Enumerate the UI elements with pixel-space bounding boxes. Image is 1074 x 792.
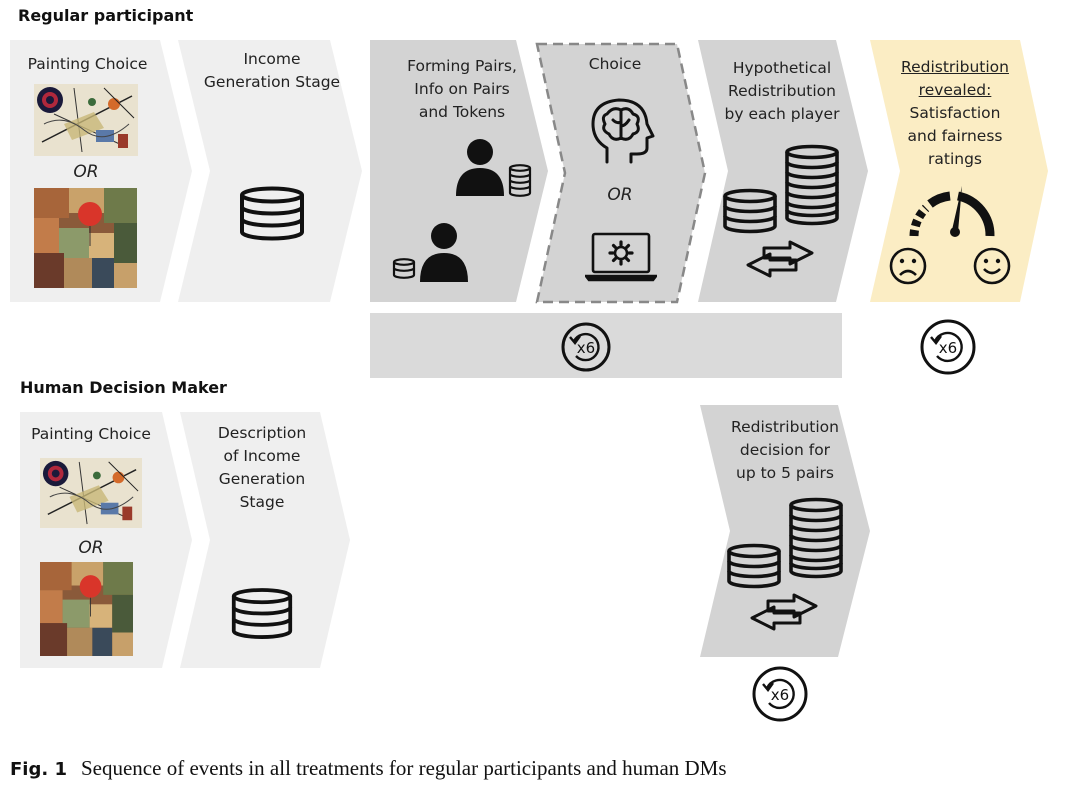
- step-redistribution-revealed: Redistribution revealed: Satisfaction an…: [870, 40, 1050, 302]
- revealed-label-line-3: Satisfaction: [909, 104, 1001, 122]
- coin-stack-icon: [508, 164, 532, 197]
- step-painting-choice: Painting Choice OR: [10, 40, 192, 302]
- repeat-count: x6: [939, 339, 957, 357]
- hypothetical-label: Hypothetical Redistribution by each play…: [712, 57, 852, 126]
- repeat-x6-icon: x6: [561, 322, 611, 372]
- painting-choice-label: Painting Choice: [27, 55, 148, 73]
- revealed-label-line-1: Redistribution: [901, 58, 1009, 76]
- desc-label-line-1: Description: [217, 424, 307, 442]
- pairs-label-line-1: Forming Pairs,: [407, 57, 517, 75]
- sad-face-icon: [889, 247, 927, 285]
- step-income-generation: Income Generation Stage: [178, 40, 362, 302]
- redis-label-line-1: Redistribution: [731, 418, 839, 436]
- or-text: OR: [78, 538, 104, 558]
- coin-stack-icon: [392, 258, 416, 279]
- revealed-label-line-5: ratings: [928, 150, 982, 168]
- step-hypothetical-redistribution: Hypothetical Redistribution by each play…: [698, 40, 868, 302]
- hypo-label-line-3: by each player: [724, 105, 840, 123]
- person-icon: [420, 223, 468, 282]
- revealed-label-line-4: and fairness: [907, 127, 1003, 145]
- exchange-arrows-icon: [746, 240, 814, 278]
- painting-choice-label: Painting Choice: [31, 425, 151, 443]
- caption-text: Sequence of events in all treatments for…: [80, 756, 727, 780]
- step-choice: Choice OR: [535, 42, 707, 304]
- desc-label-line-3: Generation: [218, 470, 306, 488]
- figure-number: Fig. 1: [10, 759, 67, 780]
- redis-label-line-2: decision for: [739, 441, 831, 459]
- desc-label-line-2: of Income: [223, 447, 301, 465]
- coin-stack-icon: [727, 543, 781, 589]
- step-forming-pairs: Forming Pairs, Info on Pairs and Tokens: [370, 40, 548, 302]
- painting-kandinsky: [34, 84, 138, 156]
- repeat-x6-icon: x6: [752, 666, 808, 722]
- coin-stack-icon: [231, 588, 293, 639]
- step-redistribution-decision: Redistribution decision for up to 5 pair…: [700, 405, 870, 657]
- choice-label: Choice: [588, 55, 642, 73]
- repeat-loop-bar: x6: [370, 313, 842, 378]
- hypo-label-line-1: Hypothetical: [732, 59, 832, 77]
- laptop-gear-icon: [585, 232, 657, 282]
- desc-label-line-4: Stage: [239, 493, 285, 511]
- hypo-label-line-2: Redistribution: [728, 82, 836, 100]
- exchange-arrows-icon: [750, 593, 818, 631]
- painting-klee: [34, 188, 137, 288]
- revealed-label: Redistribution revealed: Satisfaction an…: [888, 56, 1022, 171]
- repeat-x6-icon: x6: [920, 319, 976, 375]
- or-text: OR: [73, 162, 99, 182]
- painting-kandinsky: [40, 458, 142, 528]
- brain-head-icon: [591, 98, 655, 164]
- redistribution-decision-label: Redistribution decision for up to 5 pair…: [714, 416, 856, 485]
- pairs-label-line-2: Info on Pairs: [414, 80, 510, 98]
- or-text: OR: [607, 185, 633, 205]
- repeat-count: x6: [771, 686, 789, 704]
- revealed-label-line-2: revealed:: [918, 81, 992, 99]
- happy-face-icon: [973, 247, 1011, 285]
- coin-stack-icon: [240, 186, 304, 241]
- pairs-label-line-3: and Tokens: [418, 103, 506, 121]
- regular-participant-title: Regular participant: [18, 6, 194, 25]
- forming-pairs-label: Forming Pairs, Info on Pairs and Tokens: [386, 55, 538, 124]
- coin-stack-icon: [723, 188, 777, 234]
- painting-klee: [40, 562, 133, 656]
- human-dm-title: Human Decision Maker: [20, 378, 227, 397]
- gauge-icon: [909, 186, 995, 237]
- income-label: Income Generation Stage: [192, 48, 352, 94]
- coin-stack-icon: [785, 144, 839, 226]
- step-description-income: Description of Income Generation Stage: [180, 412, 350, 668]
- figure-caption: Fig. 1 Sequence of events in all treatmen…: [10, 756, 727, 781]
- income-label-line-2: Generation Stage: [203, 73, 341, 91]
- coin-stack-icon: [789, 497, 843, 579]
- repeat-count: x6: [577, 339, 595, 357]
- income-label-line-1: Income: [243, 50, 301, 68]
- step-painting-choice: Painting Choice OR: [20, 412, 192, 668]
- person-icon: [456, 139, 504, 196]
- redis-label-line-3: up to 5 pairs: [736, 464, 834, 482]
- description-label: Description of Income Generation Stage: [202, 422, 322, 514]
